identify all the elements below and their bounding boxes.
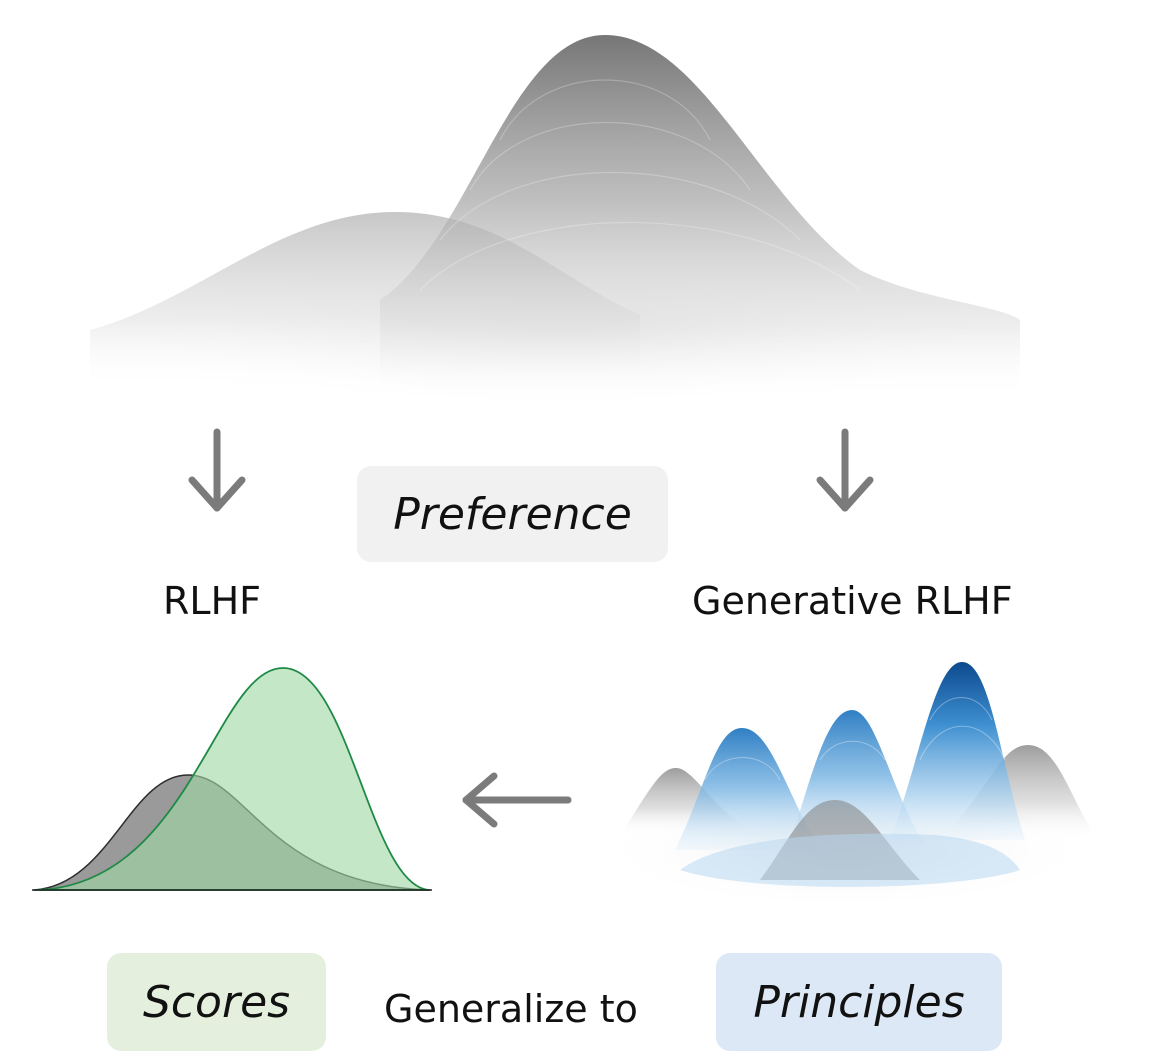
generative-rlhf-label: Generative RLHF [692, 579, 1013, 623]
left-arrow-icon [462, 772, 572, 828]
scores-label: Scores [142, 976, 291, 1028]
generalize-to-label: Generalize to [384, 987, 638, 1031]
score-distributions [32, 667, 432, 891]
preference-pill: Preference [357, 466, 668, 562]
scores-pill: Scores [107, 953, 326, 1051]
principles-landscape [590, 662, 1100, 910]
principles-pill: Principles [716, 953, 1002, 1051]
down-arrow-right-icon [816, 428, 874, 512]
large-hill [380, 35, 1020, 400]
hill-contours [419, 79, 861, 291]
preference-label: Preference [393, 488, 632, 540]
down-arrow-left-icon [188, 428, 246, 512]
principles-label: Principles [753, 976, 965, 1028]
green-distribution [33, 667, 431, 891]
rlhf-label: RLHF [163, 579, 262, 623]
